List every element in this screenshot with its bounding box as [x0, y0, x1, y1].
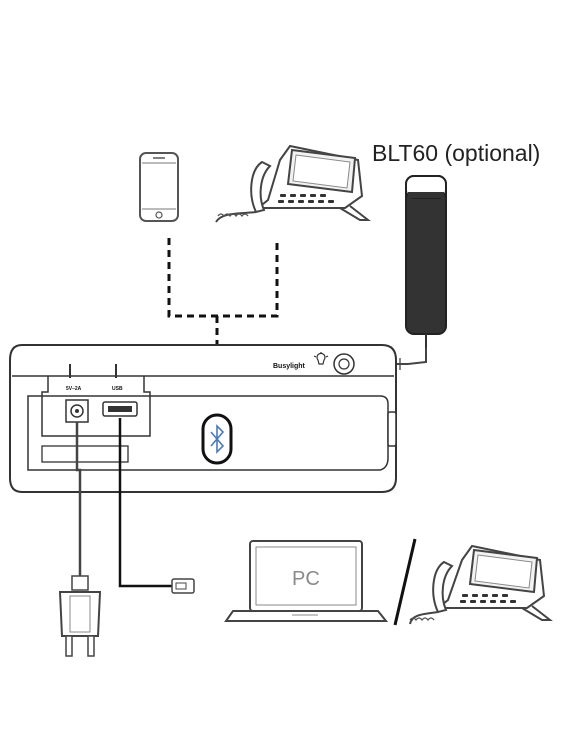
bluetooth-icon — [201, 413, 233, 465]
blt60-label: BLT60 (optional) — [372, 140, 540, 166]
usb-cable — [118, 418, 195, 594]
dc-port-label: 5V–2A — [66, 386, 82, 392]
busylight-port-icon — [333, 353, 355, 375]
or-divider — [393, 538, 417, 626]
bulb-icon — [313, 352, 329, 365]
dc-jack-icon — [65, 399, 89, 423]
power-cable — [71, 422, 89, 591]
usb-port-icon — [102, 401, 138, 417]
pc-label: PC — [292, 568, 320, 590]
speakerphone-device: 5V–2A USB Busylight — [9, 344, 397, 493]
busylight-accessory-icon — [405, 175, 447, 348]
mobile-phone-icon — [139, 152, 179, 222]
desk-phone-icon — [215, 144, 371, 223]
usb-port-label: USB — [112, 386, 123, 392]
laptop-icon — [224, 540, 389, 622]
desk-phone-alt-icon — [409, 544, 553, 625]
busylight-port-label: Busylight — [273, 363, 306, 370]
power-adapter-icon — [58, 591, 102, 657]
